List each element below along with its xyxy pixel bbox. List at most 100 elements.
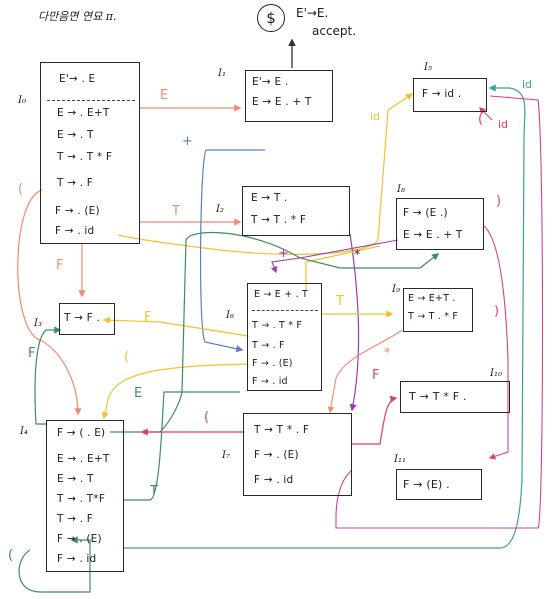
item: E → . T	[57, 473, 94, 485]
state-label-i11: I₁₁	[394, 454, 406, 465]
item: F → . id	[252, 376, 288, 387]
edge-label-T: T	[336, 294, 344, 309]
edge-i0-i5-id	[117, 93, 414, 255]
item: F → id .	[422, 88, 462, 100]
edge-i6-i5-id	[305, 245, 381, 290]
state-i11: F → (E) .	[396, 469, 482, 500]
item: F → (E) .	[403, 478, 450, 491]
state-label-i6: I₆	[226, 310, 234, 321]
edge-i4-i3-F	[34, 326, 62, 425]
item: F → . id	[55, 225, 95, 237]
item: F → . (E)	[254, 449, 299, 461]
edge-label-plus: +	[182, 134, 193, 149]
item: F → . (E)	[252, 358, 293, 369]
edge-i9-i7-star	[327, 329, 403, 414]
state-label-i1: I₁	[218, 68, 226, 79]
item: E'→ E .	[252, 76, 289, 88]
item: E → . E+T	[57, 107, 110, 119]
item: F → ( . E)	[57, 427, 106, 439]
item: E → E+T .	[408, 293, 456, 304]
item: T → T * . F	[254, 424, 310, 436]
state-i9: E → E+T . T → T . * F	[403, 288, 473, 332]
state-i8: F → (E .) E → E . + T	[396, 198, 484, 250]
edge-label-E: E	[134, 386, 143, 401]
state-i7: T → T * . F F → . (E) F → . id	[243, 413, 352, 496]
state-label-i9: I₉	[392, 284, 400, 295]
header-note: 다만음면 연묘 π.	[38, 10, 117, 23]
accept-label: accept.	[312, 24, 357, 38]
edge-label-lparen: (	[478, 112, 484, 127]
edge-i6-i4-lparen	[101, 363, 249, 420]
edge-label-F: F	[372, 368, 380, 383]
edge-i4-i4-lparen	[18, 536, 91, 593]
item: E → E . + T	[252, 96, 312, 108]
item: E'→ . E	[59, 73, 96, 85]
accept-dollar-symbol: $	[257, 4, 285, 32]
edge-label-id: id	[522, 78, 533, 91]
edge-i4-i2-T	[124, 391, 240, 501]
edge-i1-i6-plus	[199, 149, 265, 353]
edge-label-T: T	[150, 484, 158, 499]
state-label-i3: I₃	[34, 318, 42, 329]
state-i5: F → id .	[413, 78, 487, 112]
state-label-i10: I₁₀	[490, 368, 502, 379]
item: T → T . * F	[251, 214, 307, 226]
state-label-i2: I₂	[216, 204, 224, 215]
item: T → . F	[252, 340, 285, 351]
edge-i4-i8-E	[110, 231, 440, 433]
edge-label-rparen: )	[496, 194, 502, 209]
item: T → . T * F	[57, 151, 113, 163]
edge-label-lparen: (	[124, 350, 130, 365]
state-i6: E → E + . T T → . T * F T → . F F → . (E…	[247, 283, 322, 391]
edge-label-T: T	[172, 204, 180, 219]
state-i2: E → T . T → T . * F	[242, 186, 350, 236]
kernel-divider	[252, 310, 318, 311]
edge-label-plus: +	[278, 246, 289, 261]
state-label-i0: I₀	[18, 95, 26, 106]
edge-label-F: F	[56, 258, 64, 273]
item: E → E . + T	[403, 229, 463, 241]
edge-label-id: id	[370, 110, 381, 123]
item: T → F .	[64, 312, 101, 324]
edge-i4-i5-id	[124, 84, 526, 549]
item: T → . T*F	[57, 493, 106, 505]
edge-label-id: id	[498, 118, 509, 131]
item: F → . id	[254, 474, 294, 486]
edge-label-lparen: (	[18, 182, 24, 197]
item: F → (E .)	[403, 207, 448, 219]
item: T → . F	[57, 177, 94, 189]
edge-label-F: F	[28, 346, 36, 361]
state-label-i8: I₈	[397, 184, 405, 195]
edge-i0-i4-lparen	[17, 189, 82, 416]
edge-label-F: F	[144, 310, 152, 325]
edge-label-lparen: (	[8, 548, 14, 563]
item: E → T .	[251, 192, 288, 204]
edge-label-star: *	[384, 346, 391, 361]
state-i1: E'→ E . E → E . + T	[245, 70, 333, 122]
item: E → . T	[57, 129, 94, 141]
item: T → T . * F	[408, 311, 459, 322]
item: T → . T * F	[252, 320, 303, 331]
edge-i7-i5-id	[335, 95, 544, 529]
edge-label-rparen: )	[494, 304, 500, 319]
item: F → . (E)	[55, 205, 100, 217]
state-i0: E'→ . E E → . E+T E → . T T → . T * F T …	[40, 62, 140, 244]
edge-i7-i10-F	[352, 395, 398, 445]
state-label-i7: I₇	[222, 450, 230, 461]
item: E → E + . T	[254, 289, 309, 300]
accept-rule: E'→E.	[296, 6, 329, 20]
edge-label-lparen: (	[204, 410, 210, 425]
item: T → . F	[57, 513, 94, 525]
edge-label-E: E	[160, 88, 169, 103]
edge-i8-i11-rparen	[483, 225, 509, 460]
edge-i6-i3-F	[102, 316, 249, 337]
item: F → . (E)	[57, 533, 102, 545]
item: T → T * F .	[409, 390, 467, 403]
edge-i2-i7-star	[349, 233, 360, 412]
state-label-i5: I₅	[424, 62, 432, 73]
state-i10: T → T * F .	[400, 381, 510, 413]
edge-pink-i5	[479, 107, 493, 121]
edge-label-star: *	[354, 248, 361, 263]
kernel-divider	[47, 100, 135, 101]
